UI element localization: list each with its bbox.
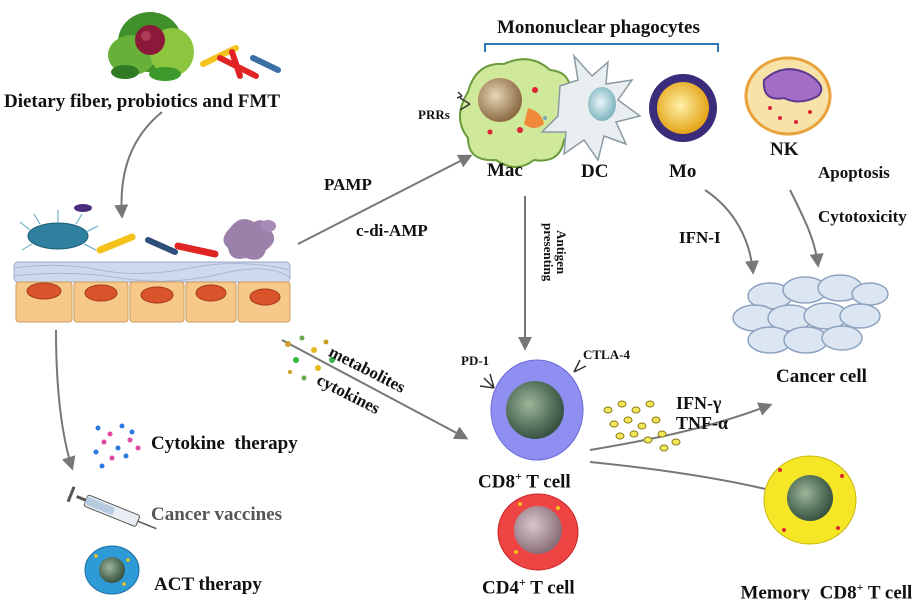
antigen-presenting-label: Antigen presenting bbox=[541, 223, 569, 282]
tnf-alpha-label: TNF-α bbox=[676, 413, 729, 433]
cytokine-therapy-label: Cytokine therapy bbox=[151, 433, 298, 454]
memory-cd8-t-cell bbox=[763, 455, 857, 545]
cd4-label-base: CD4 bbox=[482, 577, 519, 599]
dc-label: DC bbox=[581, 161, 609, 182]
syringe-icon bbox=[66, 486, 157, 530]
memory-cd8-t-cell-label: Memory CD8+ T cell bbox=[731, 562, 913, 600]
memory-label-sup: + bbox=[856, 580, 864, 594]
antigen-label-line1: Antigen bbox=[554, 230, 569, 275]
cd8-label-base: CD8 bbox=[478, 471, 515, 493]
cancer-vaccines-label: Cancer vaccines bbox=[151, 504, 283, 525]
cd4-label-rest: T cell bbox=[525, 577, 575, 599]
cytokine-secretion-dots bbox=[603, 400, 681, 452]
cd4-t-cell bbox=[497, 493, 579, 571]
mononuclear-phagocytes-label: Mononuclear phagocytes bbox=[497, 17, 700, 38]
cd4-label-sup: + bbox=[518, 575, 526, 589]
metabolite-dots bbox=[285, 335, 335, 381]
cd8-t-cell-label: CD8+ T cell bbox=[478, 470, 571, 491]
pathway-arrows bbox=[55, 111, 824, 497]
mac-label: Mac bbox=[487, 160, 523, 181]
cd4-t-cell-label: CD4+ T cell bbox=[482, 576, 575, 597]
act-therapy-label: ACT therapy bbox=[154, 574, 262, 595]
ctla4-label: CTLA-4 bbox=[583, 347, 630, 362]
probiotic-rods-top bbox=[200, 45, 281, 79]
cytotoxicity-label: Cytotoxicity bbox=[818, 207, 907, 226]
apoptosis-label: Apoptosis bbox=[818, 163, 890, 182]
ifn-i-label: IFN-I bbox=[679, 228, 721, 247]
gut-epithelium bbox=[13, 261, 291, 323]
monocyte-cell bbox=[649, 74, 717, 142]
diet-label: Dietary fiber, probiotics and FMT bbox=[4, 91, 281, 112]
vegetables-icon bbox=[108, 12, 194, 81]
cancer-cell-cluster bbox=[732, 274, 889, 354]
cytokine-therapy-icon bbox=[93, 423, 141, 469]
mo-label: Mo bbox=[669, 161, 697, 182]
pd1-label: PD-1 bbox=[461, 353, 490, 368]
cd8-label-sup: + bbox=[514, 469, 522, 483]
act-therapy-cell-icon bbox=[84, 545, 140, 595]
cd8-label-rest: T cell bbox=[521, 471, 571, 493]
prrs-label: PRRs bbox=[418, 107, 450, 122]
mononuclear-bracket bbox=[484, 43, 719, 52]
cdiamp-label: c-di-AMP bbox=[356, 221, 428, 240]
dendritic-cell bbox=[540, 53, 642, 162]
pamp-label: PAMP bbox=[324, 175, 372, 194]
cancer-cell-label: Cancer cell bbox=[776, 366, 867, 387]
memory-label-rest: T cell bbox=[863, 582, 913, 600]
memory-label-base: Memory CD8 bbox=[740, 582, 857, 600]
antigen-label-line2: presenting bbox=[541, 223, 556, 282]
ifn-gamma-label: IFN-γ bbox=[676, 393, 722, 413]
nk-label: NK bbox=[770, 139, 799, 160]
macrophage-cell bbox=[456, 58, 577, 168]
cd8-t-cell bbox=[479, 359, 587, 461]
gut-microbes bbox=[19, 204, 276, 260]
nk-cell bbox=[744, 56, 832, 136]
